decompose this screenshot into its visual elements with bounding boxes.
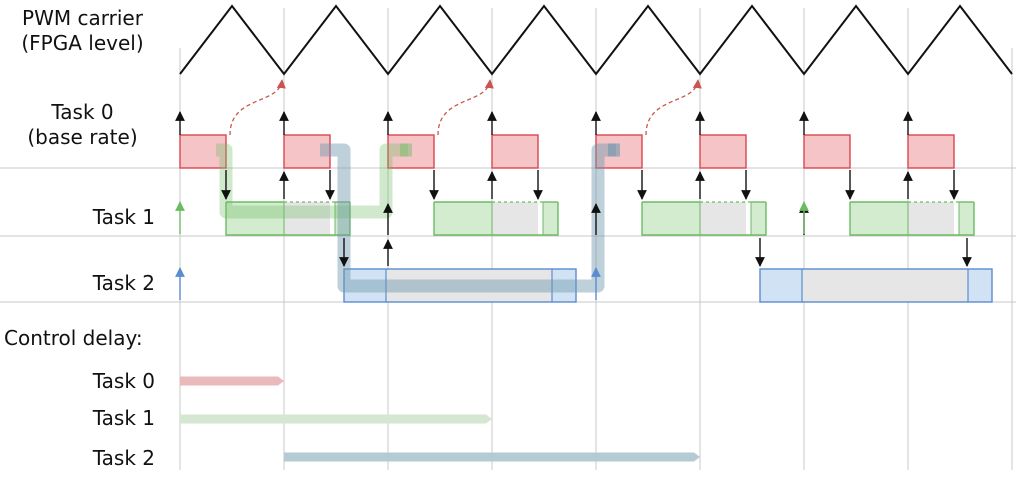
task1-idle-portion [908,202,954,235]
pwm-update-arrow [645,79,702,136]
task1-idle-portion [700,202,746,235]
task1-frame [849,202,975,236]
pwm-carrier-label: PWM carrier (FPGA level) [0,6,165,56]
task0-block [179,134,227,169]
task2-idle-portion [802,269,968,302]
task2-idle-portion [386,269,552,302]
pwm-triangle-wave [179,4,1013,76]
task1-block-tail [543,202,558,235]
task0-label-line2: (base rate) [27,125,138,149]
control-delay-heading: Control delay: [4,326,143,350]
task0-block [283,134,331,169]
task0-block [907,134,955,169]
task0-block [803,134,851,169]
task1-block-tail [751,202,766,235]
task1-label: Task 1 [92,205,155,229]
pwm-update-arrow [229,79,286,136]
task2-frame [343,268,577,303]
control-delay-bars [180,376,700,462]
pwm-update-arrow [437,79,494,136]
task1-block [434,202,492,235]
task1-idle-portion [284,202,330,235]
task1-control-path [216,143,408,219]
task2-block-tail [968,269,992,302]
delay-bar-task1 [180,414,492,424]
task1-frame [641,202,767,236]
delay-task1-label: Task 1 [92,406,155,430]
task2-row [343,268,993,303]
pwm-label-line2: (FPGA level) [21,31,144,55]
control-paths [216,143,620,293]
delay-task2-label: Task 2 [92,446,155,470]
task0-block [387,134,435,169]
task1-block [642,202,700,235]
event-arrows [175,111,972,300]
task0-row [179,134,955,169]
task2-label: Task 2 [92,271,155,295]
task2-control-path [320,143,616,293]
task2-block-tail [552,269,576,302]
task1-block-tail [959,202,974,235]
pwm-carrier-waveform [179,4,1013,76]
task1-frame [433,202,559,236]
task1-block-tail [335,202,350,235]
task1-frame [225,202,351,236]
task0-label: Task 0 (base rate) [0,100,165,150]
task2-frame [759,268,993,303]
delay-task0-label: Task 0 [92,369,155,393]
task0-block [491,134,539,169]
pwm-label-line1: PWM carrier [22,6,143,30]
task1-block [850,202,908,235]
delay-bar-task2 [284,452,700,462]
task2-block [344,269,386,302]
grid-lines [0,8,1016,470]
dependency-arrows [229,79,702,136]
task0-block [699,134,747,169]
task1-block [226,202,284,235]
task0-label-line1: Task 0 [51,100,114,124]
task1-row [225,201,975,236]
delay-bar-task0 [180,376,284,386]
task0-block [595,134,643,169]
task1-idle-portion [492,202,538,235]
task2-block [760,269,802,302]
